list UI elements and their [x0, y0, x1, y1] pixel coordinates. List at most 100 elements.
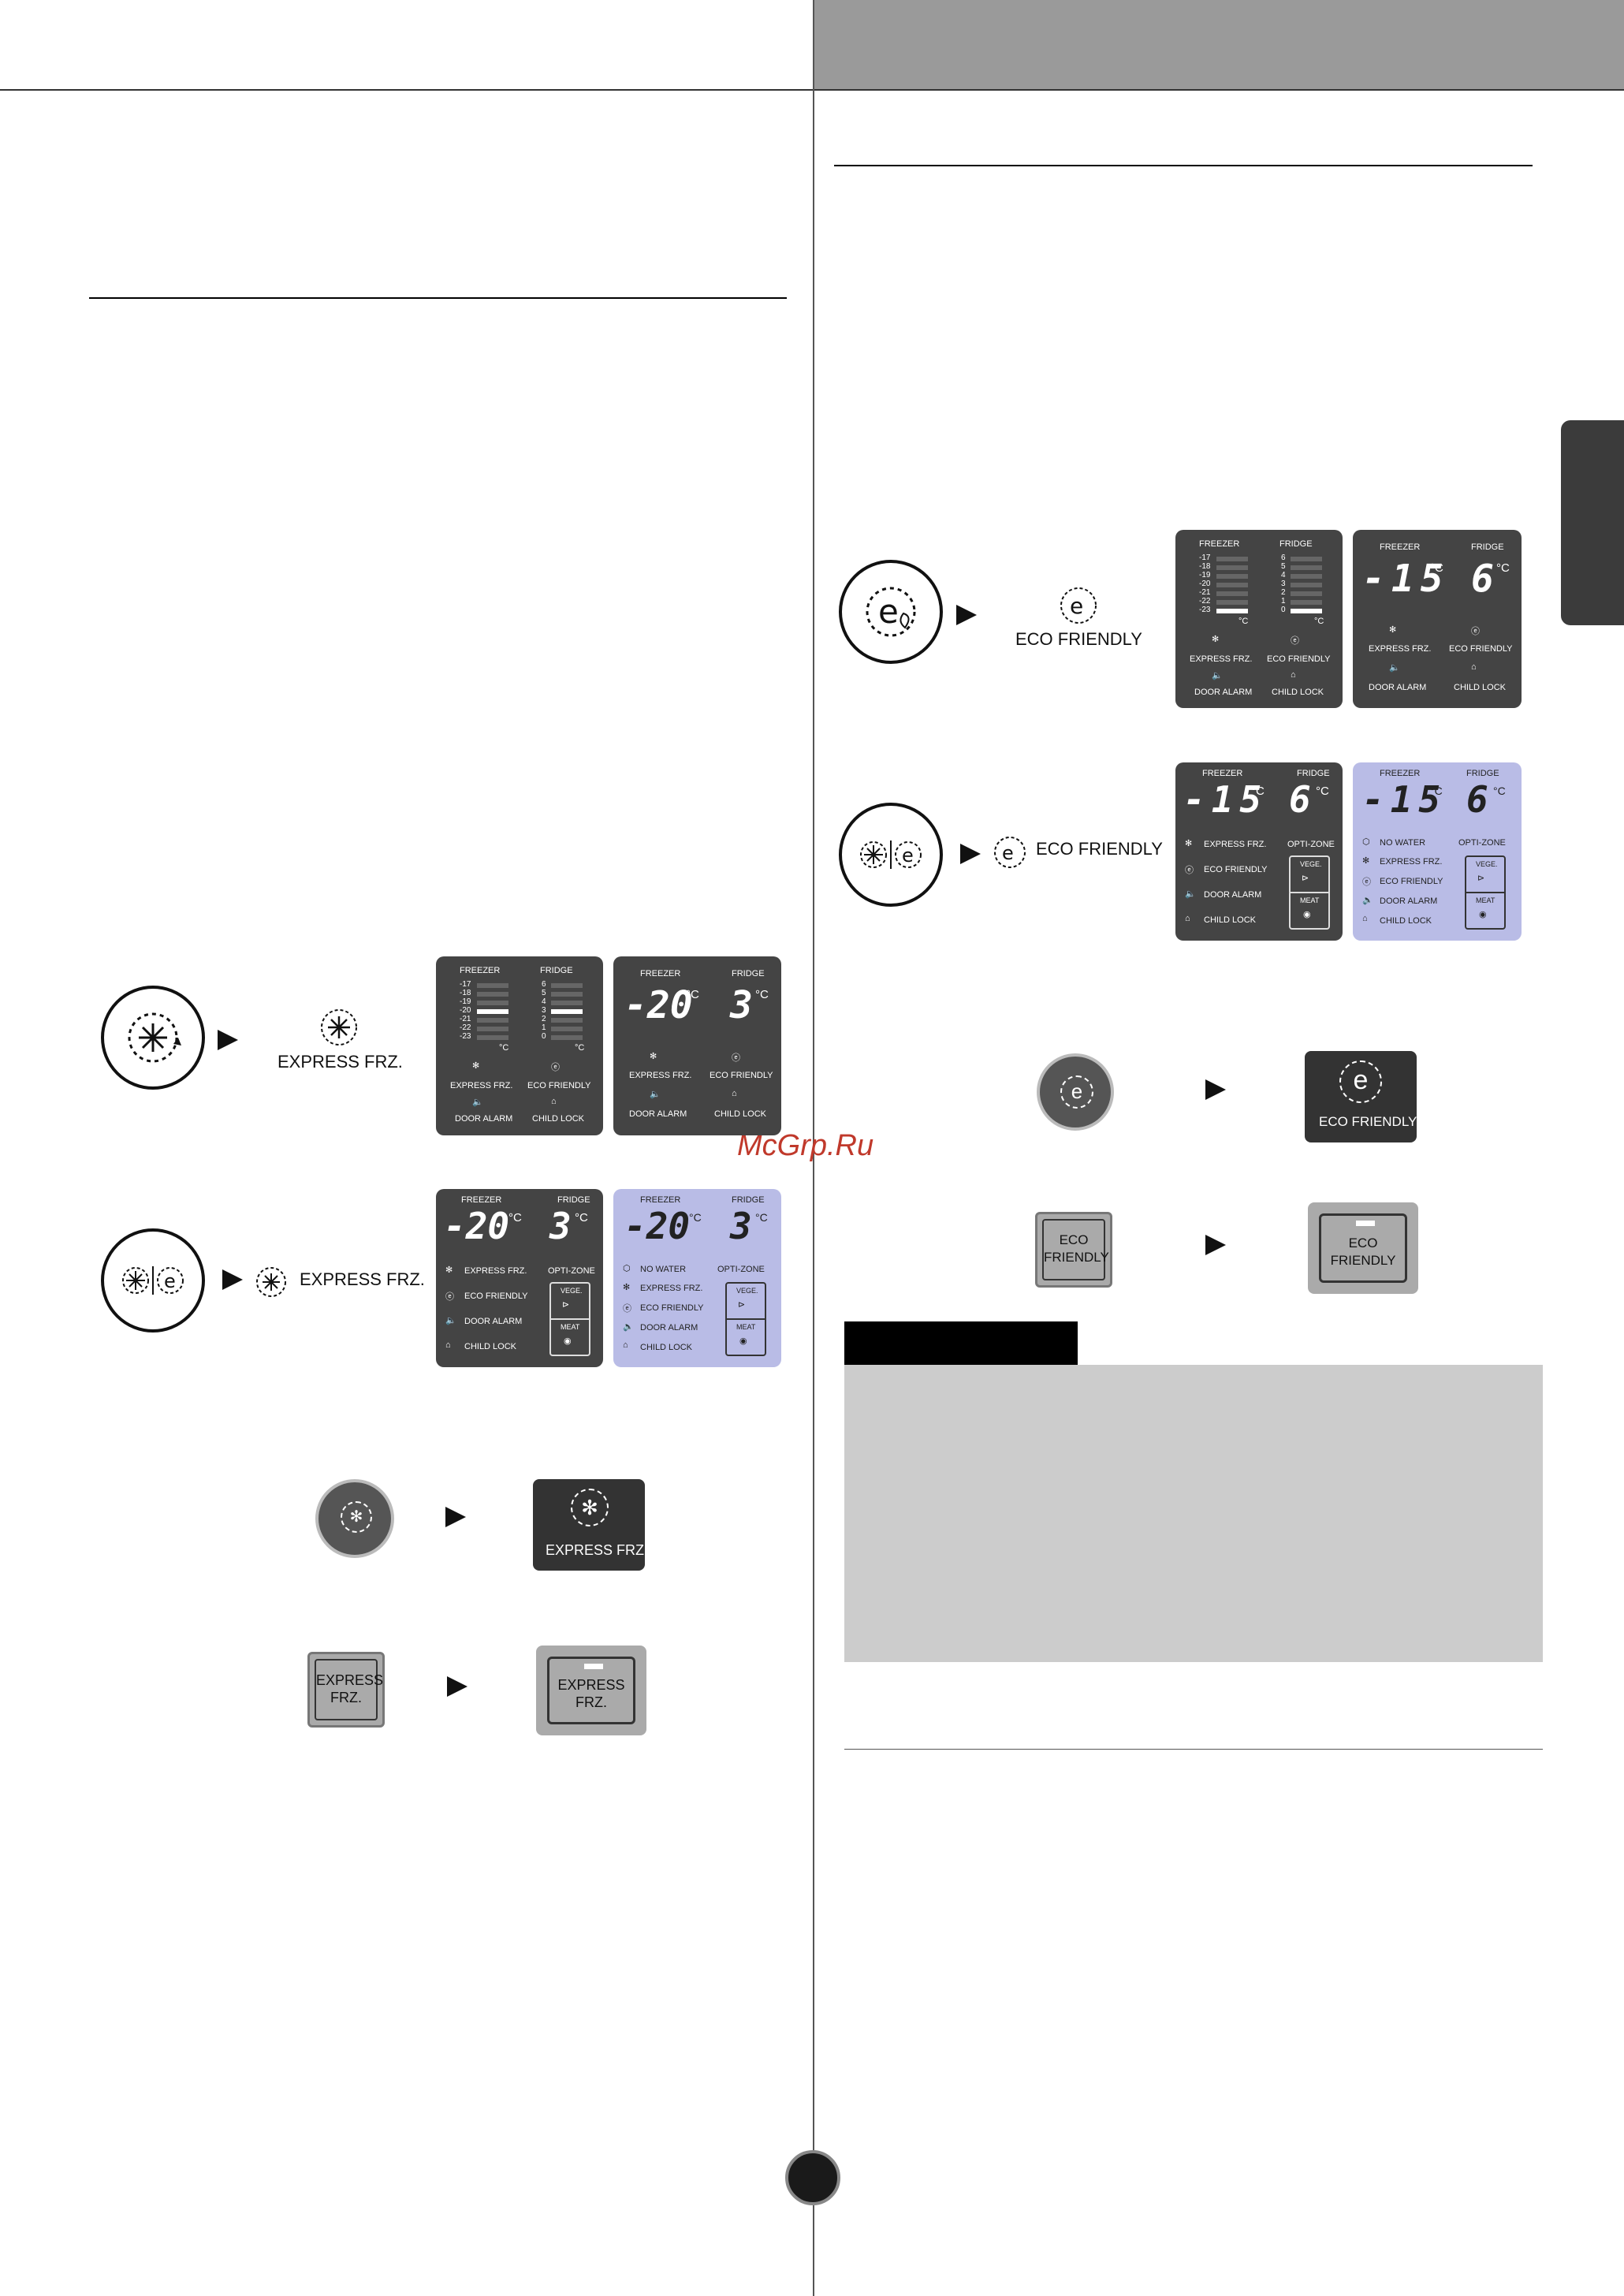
eco-friendly-round-button[interactable]: e: [839, 560, 943, 664]
fridge-scale-tick: 1: [1281, 597, 1286, 606]
section-tab: [1561, 420, 1624, 625]
speaker-icon: 🔈: [472, 1098, 483, 1107]
freezer-scale-tick: -23: [1199, 606, 1211, 614]
eco-friendly-label: ECO FRIENDLY: [710, 1071, 773, 1080]
fridge-scale-tick: 5: [542, 989, 546, 997]
button-inner: ECO FRIENDLY: [1319, 1213, 1407, 1283]
snowflake-icon: [321, 1009, 357, 1046]
display-panel-digital-express: FREEZER FRIDGE -20 °C 3 °C ✻ ⓔ EXPRESS F…: [613, 956, 781, 1135]
express-frz-touch-button[interactable]: ✻: [315, 1479, 394, 1558]
lock-icon: ⌂: [1291, 670, 1296, 680]
snowflake-small-icon: ✻: [1185, 839, 1193, 848]
eco-friendly-label: ECO FRIENDLY: [464, 1292, 528, 1301]
eco-friendly-square-button[interactable]: ECO FRIENDLY: [1035, 1212, 1112, 1288]
arrow-right-icon: [222, 1269, 243, 1290]
express-frz-label: EXPRESS FRZ.: [450, 1081, 513, 1090]
vege-label: VEGE.: [561, 1287, 583, 1295]
freezer-label: FREEZER: [1380, 542, 1421, 552]
freezer-scale-tick: -18: [1199, 562, 1211, 571]
freezer-scale-tick: -23: [460, 1032, 471, 1041]
fridge-temp-readout: 3: [549, 1205, 572, 1247]
fridge-level-bar: [551, 1009, 583, 1014]
freezer-temp-readout: -15: [1183, 778, 1268, 821]
express-frz-square-button[interactable]: EXPRESS FRZ.: [307, 1652, 385, 1728]
deg-c-label: °C: [575, 1211, 588, 1224]
freezer-scale-tick: -18: [460, 989, 471, 997]
freezer-temp-readout: -20: [624, 983, 693, 1027]
freezer-label: FREEZER: [640, 1195, 681, 1205]
freezer-scale-tick: -19: [460, 997, 471, 1006]
express-frz-label: EXPRESS FRZ.: [1204, 840, 1267, 849]
freezer-scale-tick: -21: [1199, 588, 1211, 597]
eco-friendly-badge-label: ECO FRIENDLY: [1319, 1114, 1417, 1129]
speaker-icon: 🔈: [1389, 663, 1400, 673]
page-number-dot: [785, 2150, 840, 2205]
express-eco-combo-round-button[interactable]: e: [101, 1228, 205, 1332]
lock-icon: ⌂: [1471, 662, 1477, 672]
svg-text:e: e: [164, 1270, 176, 1292]
carrot-icon: ⊳: [562, 1300, 570, 1310]
fridge-level-bar: [1291, 600, 1322, 605]
deg-c-label: °C: [1314, 617, 1324, 626]
freezer-level-bar: [1216, 583, 1248, 587]
express-frz-indicator-icon: ✻: [472, 1061, 480, 1071]
freezer-label: FREEZER: [460, 966, 501, 975]
opti-zone-divider: [727, 1318, 765, 1320]
fridge-label: FRIDGE: [732, 969, 765, 978]
child-lock-label: CHILD LOCK: [532, 1114, 585, 1124]
express-frz-label: EXPRESS FRZ.: [1369, 644, 1432, 654]
right-section-rule: [834, 165, 1533, 166]
button-inner: ECO FRIENDLY: [1042, 1219, 1109, 1280]
fridge-level-bar: [1291, 557, 1322, 561]
arrow-right-icon: [447, 1676, 467, 1697]
arrow-right-icon: [1205, 1235, 1226, 1255]
opti-zone-box: VEGE. ⊳ MEAT ◉: [1465, 855, 1506, 930]
express-frz-display-badge: ✻ EXPRESS FRZ.: [533, 1479, 648, 1571]
deg-c-label: °C: [755, 1211, 768, 1224]
express-eco-combo-round-button[interactable]: e: [839, 803, 943, 907]
lock-icon: ⌂: [732, 1089, 737, 1098]
eco-leaf-icon: e: [1060, 1075, 1093, 1109]
eco-friendly-touch-button[interactable]: e: [1037, 1053, 1114, 1131]
freezer-level-bar: [1216, 574, 1248, 579]
fridge-level-bar: [551, 983, 583, 988]
button-inner: EXPRESS FRZ.: [315, 1659, 383, 1720]
express-frz-caption: EXPRESS FRZ.: [300, 1269, 425, 1289]
door-alarm-label: DOOR ALARM: [629, 1109, 687, 1119]
indicator-led: [1356, 1221, 1375, 1226]
meat-label: MEAT: [1300, 896, 1320, 904]
fridge-scale-tick: 6: [1281, 554, 1286, 562]
lock-icon: ⌂: [1362, 914, 1368, 923]
freezer-temp-readout: -20: [624, 1205, 691, 1247]
meat-icon: ◉: [564, 1336, 572, 1346]
svg-text:e: e: [902, 844, 914, 867]
eco-button-line2: FRIENDLY: [1330, 1253, 1396, 1268]
freezer-temp-readout: -15: [1362, 778, 1447, 821]
fridge-label: FRIDGE: [1297, 769, 1330, 778]
fridge-level-bar: [551, 1035, 583, 1040]
freezer-scale-tick: -19: [1199, 571, 1211, 580]
child-lock-label: CHILD LOCK: [1272, 688, 1324, 697]
freezer-scale-tick: -21: [460, 1015, 471, 1023]
express-frz-round-button[interactable]: [101, 986, 205, 1090]
eco-friendly-indicator-icon: ⓔ: [1291, 636, 1299, 646]
freezer-scale-tick: -17: [1199, 554, 1211, 562]
child-lock-label: CHILD LOCK: [640, 1343, 693, 1352]
arrow-right-icon: [960, 844, 981, 864]
speaker-icon: 🔈: [1212, 671, 1223, 680]
eco-leaf-icon: e: [994, 837, 1026, 868]
snowflake-icon: [256, 1267, 286, 1297]
arrow-right-icon: [445, 1507, 466, 1527]
carrot-icon: ⊳: [1477, 874, 1485, 883]
eco-small-icon: ⓔ: [1185, 866, 1194, 875]
fridge-label: FRIDGE: [557, 1195, 590, 1205]
water-drop-icon: ⬡: [623, 1264, 631, 1273]
eco-button-line1: ECO: [1348, 1236, 1378, 1250]
door-alarm-label: DOOR ALARM: [1380, 896, 1438, 906]
express-button-line2: FRZ.: [330, 1690, 362, 1705]
express-button-line1: EXPRESS: [557, 1677, 625, 1693]
eco-leaf-icon: e: [1060, 587, 1097, 624]
freezer-level-bar: [1216, 557, 1248, 561]
